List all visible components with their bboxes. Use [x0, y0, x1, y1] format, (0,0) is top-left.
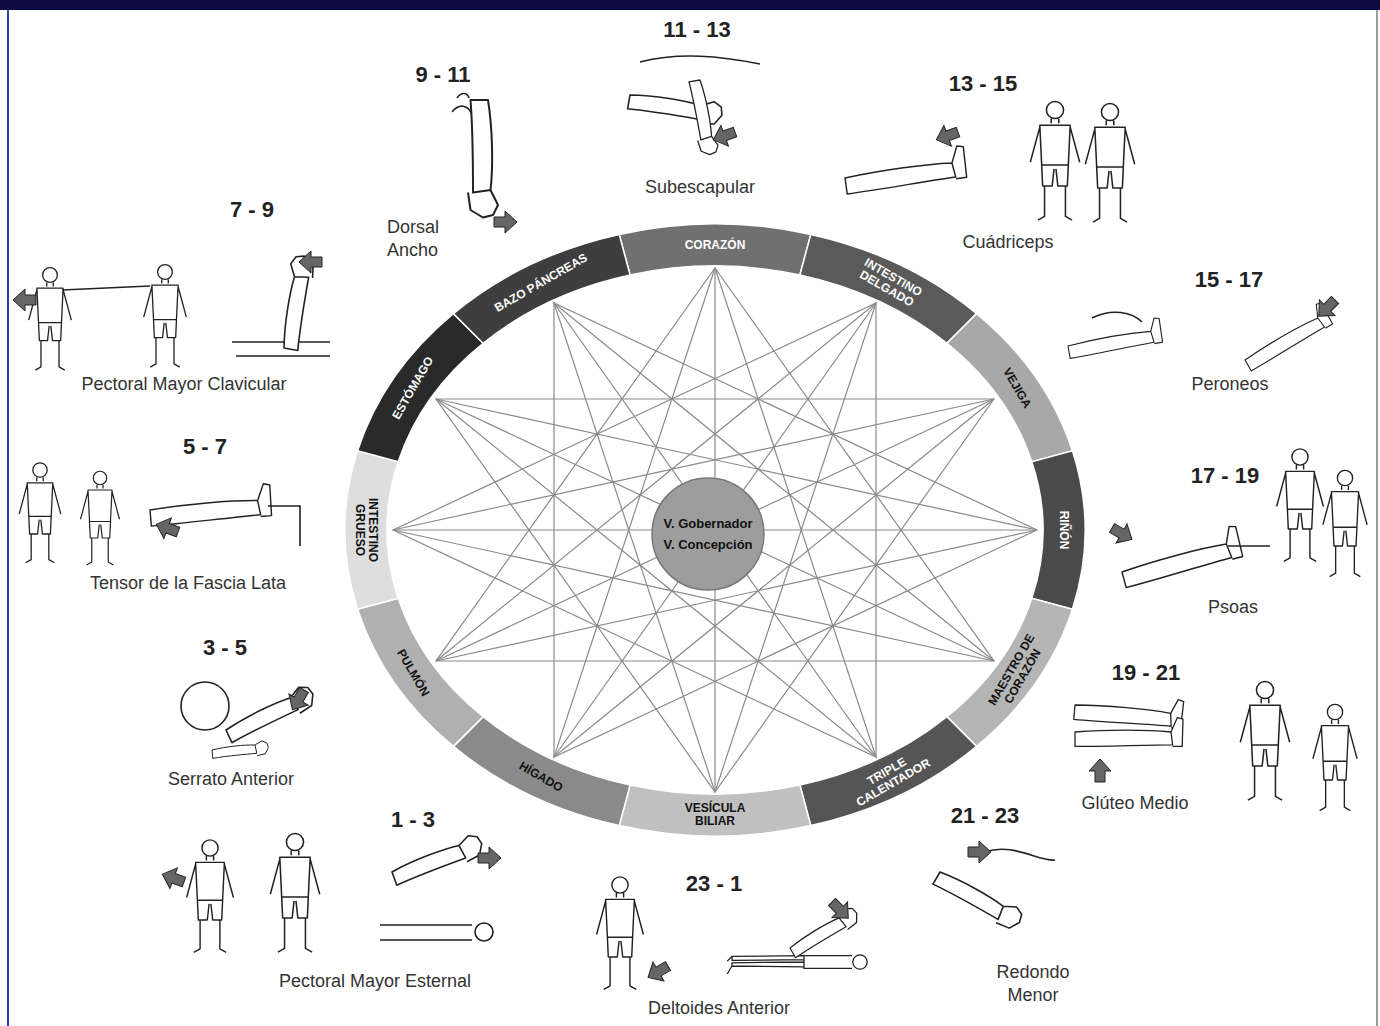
organ-band: CORAZÓN [617, 222, 813, 277]
organ-band: HÍGADO [451, 714, 633, 828]
time-range: 13 - 15 [949, 70, 1018, 98]
organ-band: ESTÓMAGO [355, 311, 486, 464]
center-circle: V. Gobernador V. Concepción [651, 477, 765, 591]
vessel-name: V. Concepción [663, 537, 752, 552]
time-range: 3 - 5 [203, 634, 247, 662]
muscle-name: Pectoral Mayor Clavicular [81, 373, 286, 396]
organ-name: RIÑÓN [1058, 511, 1071, 550]
band-outline [619, 224, 811, 275]
time-range: 19 - 21 [1112, 659, 1181, 687]
time-range: 9 - 11 [415, 61, 470, 89]
time-range: 11 - 13 [663, 16, 730, 44]
time-range: 23 - 1 [686, 870, 742, 898]
time-range: 21 - 23 [951, 802, 1020, 830]
organ-band: BAZO PÁNCREAS [451, 232, 633, 346]
band-outline [453, 234, 630, 343]
band-outline [947, 598, 1073, 746]
band-outline [453, 717, 630, 826]
muscle-name: Pectoral Mayor Esternal [279, 970, 471, 993]
time-range: 5 - 7 [183, 433, 227, 461]
organ-name: CORAZÓN [685, 239, 746, 252]
band-outline [358, 314, 484, 462]
organ-band: INTESTINO DELGADO [797, 232, 979, 346]
frame-line [1376, 10, 1378, 1026]
muscle-test-sketch [627, 56, 760, 156]
star-lines [393, 268, 1037, 792]
muscle-name: Serrato Anterior [168, 768, 294, 791]
organ-band: VESÍCULA BILIAR [617, 783, 813, 838]
top-bar [0, 0, 1380, 10]
muscle-name: Subescapular [645, 176, 755, 199]
band-outline [800, 717, 977, 826]
band-outline [800, 234, 977, 343]
band-outline [1032, 451, 1085, 609]
muscle-test-sketch [932, 841, 1055, 933]
organ-band: PULMÓN [355, 596, 486, 749]
band-outline [345, 451, 398, 609]
muscle-name: Redondo Menor [988, 961, 1078, 1006]
organ-name: VESÍCULA BILIAR [675, 802, 755, 827]
band-outline [358, 598, 484, 746]
muscle-test-sketch [1066, 292, 1343, 371]
organ-band: VEJIGA [944, 311, 1075, 464]
organ-band: RIÑÓN [1029, 448, 1087, 612]
muscle-test-sketch [1074, 681, 1357, 810]
muscle-test-sketch [19, 463, 300, 565]
muscle-name: Glúteo Medio [1081, 792, 1188, 815]
frame-line [7, 10, 9, 1026]
organ-band: MAESTRO DE CORAZÓN [944, 596, 1075, 749]
band-outline [947, 314, 1073, 462]
muscle-name: Psoas [1208, 596, 1258, 619]
muscle-test-sketch [13, 251, 330, 370]
circle-shape [651, 477, 765, 591]
muscle-name: Tensor de la Fascia Lata [90, 572, 286, 595]
muscle-test-sketch [843, 101, 1135, 222]
organ-name: INTESTINO GRUESO [353, 488, 378, 572]
time-range: 15 - 17 [1195, 266, 1264, 294]
muscle-test-sketch [452, 94, 517, 234]
muscle-name: Deltoides Anterior [648, 997, 790, 1020]
muscle-name: Peroneos [1191, 373, 1268, 396]
vessel-name: V. Gobernador [663, 516, 752, 531]
circle-outline [652, 478, 764, 590]
time-range: 17 - 19 [1191, 462, 1260, 490]
muscle-test-sketch [159, 832, 501, 952]
muscle-test-sketch [1107, 449, 1368, 588]
band-outline [619, 785, 811, 836]
muscle-test-sketch [181, 682, 318, 760]
time-range: 7 - 9 [230, 196, 274, 224]
muscle-name: Cuádriceps [962, 231, 1053, 254]
time-range: 1 - 3 [391, 806, 435, 834]
muscle-name: Dorsal Ancho [387, 216, 453, 261]
organ-band: INTESTINO GRUESO [343, 448, 401, 612]
